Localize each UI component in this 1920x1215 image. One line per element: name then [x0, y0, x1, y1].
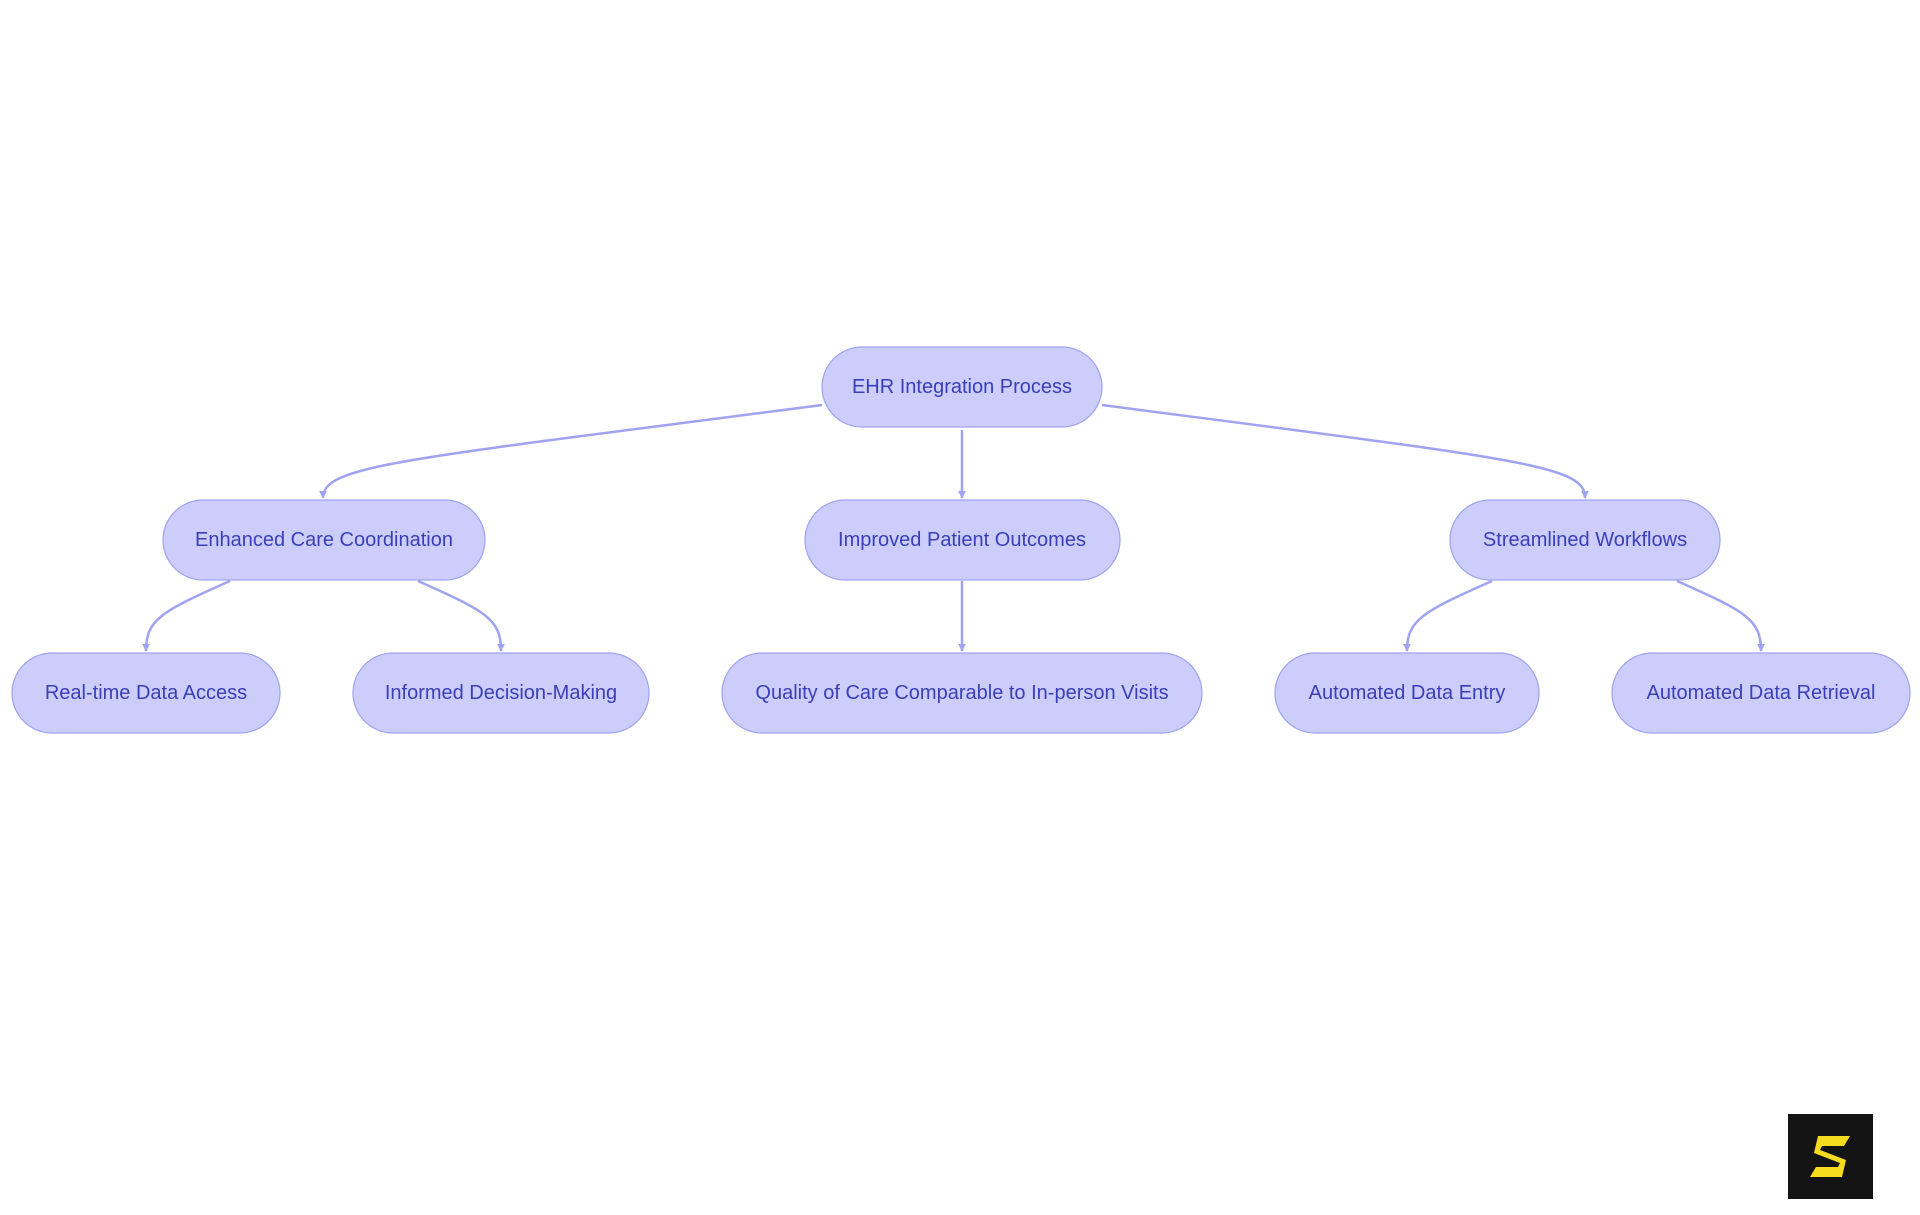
node-improved-patient-outcomes: Improved Patient Outcomes	[804, 499, 1121, 581]
node-label: Streamlined Workflows	[1483, 529, 1687, 551]
node-streamlined-workflows: Streamlined Workflows	[1449, 499, 1721, 581]
s-logo-icon	[1810, 1136, 1850, 1177]
edge-care-decision	[417, 579, 505, 652]
node-label: Improved Patient Outcomes	[838, 529, 1086, 551]
edge-care-realtime	[142, 579, 231, 652]
edges	[142, 403, 1765, 652]
edge-workflows-entry	[1403, 579, 1493, 652]
brand-logo	[1788, 1114, 1873, 1199]
node-quality-of-care: Quality of Care Comparable to In-person …	[721, 652, 1203, 734]
node-label: Enhanced Care Coordination	[195, 529, 453, 551]
node-enhanced-care-coordination: Enhanced Care Coordination	[162, 499, 486, 581]
node-real-time-data-access: Real-time Data Access	[11, 652, 281, 734]
edge-root-workflows	[1101, 403, 1589, 499]
node-label: EHR Integration Process	[852, 376, 1072, 398]
node-ehr-integration-process: EHR Integration Process	[821, 346, 1103, 428]
node-label: Automated Data Entry	[1309, 682, 1506, 704]
node-informed-decision-making: Informed Decision-Making	[352, 652, 650, 734]
node-label: Informed Decision-Making	[385, 682, 617, 704]
node-label: Real-time Data Access	[45, 682, 247, 704]
node-label: Automated Data Retrieval	[1646, 682, 1875, 704]
node-label: Quality of Care Comparable to In-person …	[755, 682, 1168, 704]
edge-root-care	[319, 403, 823, 499]
edge-workflows-retrieval	[1676, 579, 1765, 652]
node-automated-data-retrieval: Automated Data Retrieval	[1611, 652, 1911, 734]
node-automated-data-entry: Automated Data Entry	[1274, 652, 1540, 734]
